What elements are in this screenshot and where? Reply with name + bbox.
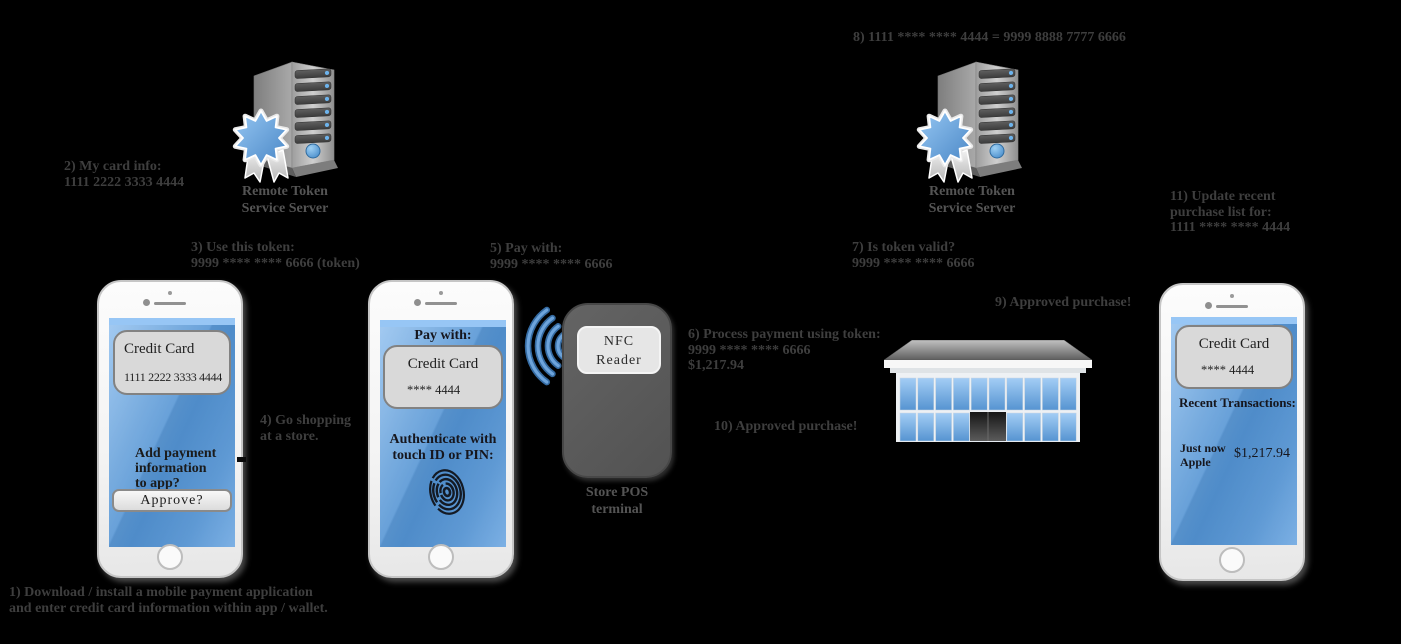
speaker-icon	[425, 302, 457, 305]
camera-icon	[414, 299, 421, 306]
nfc-reader-panel: NFC Reader	[577, 326, 661, 374]
proximity-dot-icon	[439, 291, 443, 295]
credit-card-panel: Credit Card 1111 2222 3333 4444	[113, 330, 231, 395]
transaction-row: Just now Apple	[1180, 441, 1226, 469]
transaction-amount: $1,217.94	[1234, 446, 1290, 461]
card-title: Credit Card	[1198, 336, 1270, 352]
card-number: **** 4444	[1201, 363, 1255, 377]
step3-note: 3) Use this token:9999 **** **** 6666 (t…	[191, 240, 360, 271]
step9-note: 9) Approved purchase!	[995, 295, 1132, 310]
phone-enrollment: Credit Card 1111 2222 3333 4444 Add paym…	[97, 280, 246, 578]
pay-with-header: Pay with:	[414, 328, 472, 343]
transaction-merchant: Apple	[1180, 454, 1211, 469]
fingerprint-icon	[429, 469, 465, 515]
proximity-dot-icon	[1230, 294, 1234, 298]
credit-card-panel: Credit Card **** 4444	[1175, 325, 1293, 389]
card-number: 1111 2222 3333 4444	[124, 370, 222, 384]
status-bar	[109, 318, 235, 325]
authenticate-prompt: Authenticate with touch ID or PIN:	[389, 432, 497, 463]
step1-note: 1) Download / install a mobile payment a…	[9, 585, 328, 616]
step10-note: 10) Approved purchase!	[714, 419, 858, 434]
step2-note: 2) My card info:1111 2222 3333 4444	[64, 159, 185, 190]
home-button	[157, 544, 183, 570]
step7-note: 7) Is token valid?9999 **** **** 6666	[852, 240, 975, 271]
speaker-icon	[154, 302, 186, 305]
phone-payment-screen: Pay with: Credit Card **** 4444 Authenti…	[380, 320, 506, 547]
recent-transactions-title: Recent Transactions:	[1179, 395, 1296, 410]
card-number: **** 4444	[407, 383, 461, 397]
approve-button[interactable]: Approve?	[112, 489, 232, 512]
proximity-dot-icon	[168, 291, 172, 295]
status-bar	[1171, 317, 1297, 324]
status-bar	[380, 320, 506, 327]
pos-terminal: NFC Reader	[562, 303, 672, 478]
camera-icon	[143, 299, 150, 306]
remote-token-server-left-icon	[230, 50, 342, 185]
phone-receipt-screen: Credit Card **** 4444 Recent Transaction…	[1171, 317, 1297, 545]
store-building-icon	[883, 340, 1093, 442]
phone-enrollment-screen: Credit Card 1111 2222 3333 4444 Add paym…	[109, 318, 235, 547]
step8-note: 8) 1111 **** **** 4444 = 9999 8888 7777 …	[853, 30, 1126, 45]
phone-receipt: Credit Card **** 4444 Recent Transaction…	[1159, 283, 1305, 581]
add-payment-prompt: Add payment information to app?	[135, 446, 217, 491]
camera-icon	[1205, 302, 1212, 309]
card-title: Credit Card	[124, 341, 195, 357]
step6-note: 6) Process payment using token:9999 ****…	[688, 327, 881, 373]
remote-token-server-right-icon	[914, 50, 1026, 185]
transaction-time: Just now	[1180, 441, 1226, 455]
side-button	[237, 457, 246, 462]
speaker-icon	[1216, 305, 1248, 308]
home-button	[1219, 547, 1245, 573]
phone-payment: Pay with: Credit Card **** 4444 Authenti…	[368, 280, 514, 578]
credit-card-panel: Credit Card **** 4444	[383, 345, 503, 409]
home-button	[428, 544, 454, 570]
card-title: Credit Card	[407, 356, 479, 372]
step5-note: 5) Pay with:9999 **** **** 6666	[490, 241, 613, 272]
